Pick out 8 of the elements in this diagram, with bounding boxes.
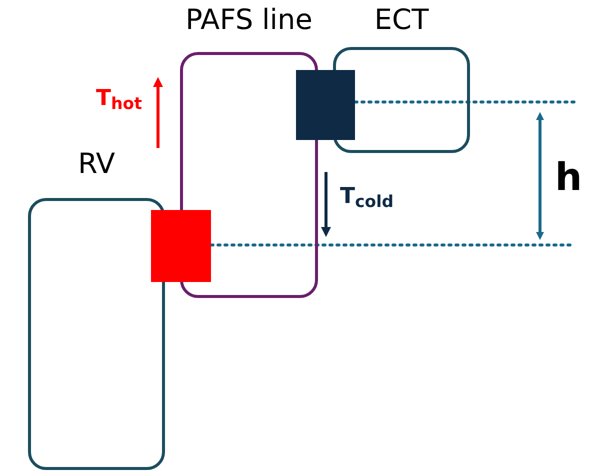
box-title: PAFS line	[185, 6, 313, 34]
filled-square	[151, 210, 211, 282]
temperature-label: T$_{hot}$	[96, 88, 142, 110]
dimension-label: h	[555, 158, 582, 196]
temperature-label: T$_{cold}$	[340, 186, 394, 208]
filled-square	[296, 70, 355, 140]
box-title: RV	[78, 150, 116, 178]
box-title: ECT	[374, 6, 429, 34]
